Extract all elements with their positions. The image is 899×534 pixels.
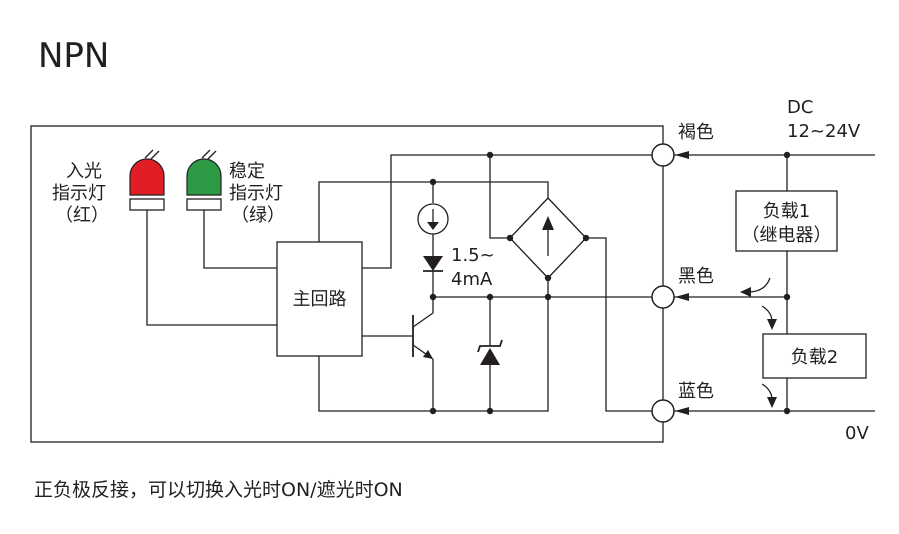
- black-terminal: [651, 285, 675, 309]
- light-indicator-led: [129, 149, 165, 211]
- stable-indicator-led: [186, 149, 222, 211]
- main-circuit-block: [276, 241, 363, 357]
- blue-terminal: [651, 399, 675, 423]
- page-title: NPN: [38, 36, 109, 76]
- brown-wire-label: 褐色: [678, 122, 714, 143]
- brown-terminal: [651, 143, 675, 167]
- bridge-rectifier: [509, 197, 587, 279]
- current-flow-arrow-2: [761, 305, 777, 330]
- black-wire-label: 黑色: [678, 266, 714, 287]
- load1-box: [735, 190, 838, 252]
- load2-box: [762, 333, 867, 379]
- current-label-2: 4mA: [451, 269, 493, 290]
- stable-indicator-label-1: 稳定: [229, 161, 265, 182]
- zener-diode: [477, 339, 503, 365]
- stable-indicator-label-3: （绿）: [231, 205, 285, 226]
- sensor-enclosure: [30, 125, 664, 443]
- stable-led-wire: [203, 210, 277, 269]
- blue-wire-label: 蓝色: [678, 381, 714, 402]
- supply-label-1: DC: [787, 97, 813, 118]
- caption: 正负极反接，可以切换入光时ON/遮光时ON: [34, 479, 403, 501]
- light-indicator-label-1: 入光: [66, 161, 102, 182]
- zero-volt-label: 0V: [845, 423, 869, 444]
- light-indicator-label-3: （红）: [55, 205, 109, 226]
- main-circuit-label: 主回路: [293, 289, 347, 310]
- constant-current-source: [417, 203, 449, 235]
- blue-internal-wire: [586, 237, 652, 412]
- light-led-wire: [146, 210, 277, 326]
- load1-label-2: （继电器）: [742, 225, 832, 246]
- current-flow-arrow-3: [761, 383, 777, 408]
- led-diode: [423, 256, 443, 272]
- brown-internal-wire: [362, 154, 652, 269]
- current-label-1: 1.5~: [451, 245, 495, 266]
- npn-transistor: [412, 312, 434, 360]
- current-flow-arrow-1: [740, 277, 771, 297]
- light-indicator-label-2: 指示灯: [52, 183, 106, 204]
- load1-label-1: 负载1: [763, 201, 810, 222]
- stable-indicator-label-2: 指示灯: [229, 183, 283, 204]
- load2-label: 负载2: [791, 347, 838, 368]
- supply-label-2: 12~24V: [787, 121, 861, 142]
